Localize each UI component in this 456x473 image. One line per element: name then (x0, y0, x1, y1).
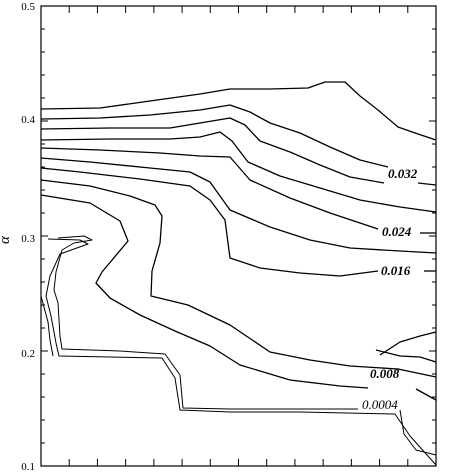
contour-line (53, 235, 358, 410)
contour-label-0008: 0.008 (370, 366, 400, 381)
contour-line (40, 147, 379, 230)
contour-line (45, 238, 437, 466)
y-tick-label: 0.2 (21, 348, 35, 360)
contour-line (379, 331, 437, 356)
contour-line (399, 409, 437, 456)
contour-line (40, 179, 437, 378)
y-axis-label: α (0, 235, 13, 244)
contour-line (375, 349, 437, 363)
y-tick-label: 0.1 (21, 461, 35, 473)
contour-lines (40, 81, 437, 466)
y-tick-label: 0.4 (21, 114, 35, 126)
contour-line (40, 81, 437, 141)
contour-label-0016: 0.016 (381, 263, 411, 278)
contour-line (415, 388, 437, 401)
x-axis-ticks (68, 6, 409, 466)
contour-line (417, 182, 437, 186)
y-tick-label: 0.5 (21, 1, 35, 13)
contour-label-0032: 0.032 (388, 166, 418, 181)
contour-line (40, 157, 437, 254)
contour-line (40, 117, 385, 184)
y-axis-ticks (41, 5, 436, 467)
contour-line (40, 167, 379, 277)
contour-line (40, 131, 437, 213)
contour-line (40, 295, 54, 357)
contour-line (40, 194, 369, 389)
contour-label-0024: 0.024 (382, 224, 412, 239)
y-tick-label: 0.3 (21, 233, 35, 245)
contour-label-00004: 0.0004 (362, 397, 398, 412)
contour-line (40, 104, 389, 168)
